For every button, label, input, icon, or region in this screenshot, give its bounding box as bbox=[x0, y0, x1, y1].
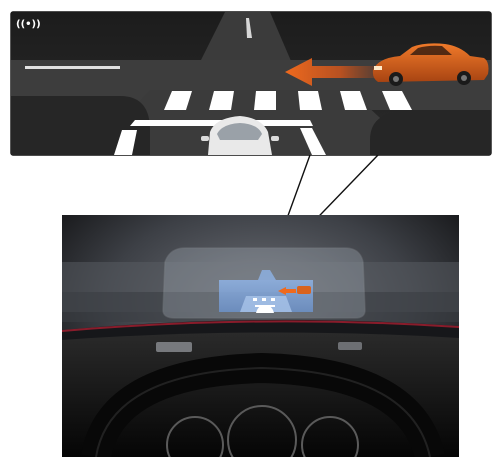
cabin-view bbox=[62, 215, 459, 457]
hud-zoom-popup: ((•)) bbox=[11, 12, 491, 155]
wireless-signal-icon: ((•)) bbox=[16, 19, 41, 30]
